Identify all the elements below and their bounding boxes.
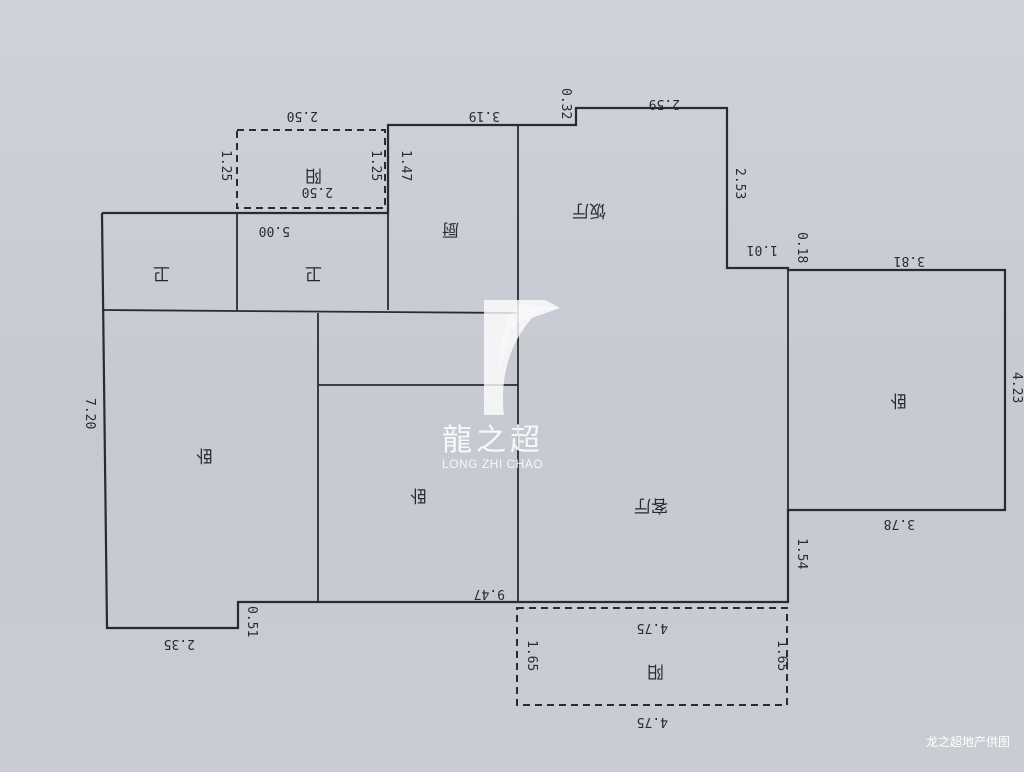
dim-bottom-balcony-depth-left: 1.65: [524, 640, 539, 671]
logo-watermark: 龍之超 LONG ZHI CHAO: [442, 300, 560, 471]
dim-kitchen-height: 1.47: [398, 150, 413, 181]
image-credit: 龙之超地产供图: [925, 735, 1010, 749]
room-bedroom-middle: 卧: [410, 485, 427, 505]
wall-bath-bottom: [101, 309, 519, 314]
room-bedroom-master: 卧: [196, 445, 213, 465]
dim-living-lower: 1.54: [794, 538, 809, 569]
logo-swoosh-icon: [499, 304, 556, 372]
room-kitchen: 厨: [442, 219, 459, 239]
dim-bottom-left-step: 0.51: [244, 606, 259, 637]
dim-bottom-balcony-depth-right: 1.65: [774, 640, 789, 671]
dim-dining-height: 2.53: [732, 168, 747, 199]
dim-right-bed-top: 3.81: [894, 253, 925, 268]
dim-top-balcony-inner: 2.50: [302, 184, 333, 199]
dim-right-bed-height: 4.23: [1009, 372, 1024, 403]
room-bath-left: 卫: [153, 263, 170, 283]
dim-kitchen-width: 3.19: [469, 108, 500, 123]
room-balcony-top: 阳: [305, 165, 322, 185]
dim-bottom-left-width: 2.35: [164, 636, 195, 651]
balcony-bottom: [516, 607, 788, 706]
dim-right-bed-bottom: 3.78: [884, 516, 915, 531]
dim-step-width: 1.01: [747, 242, 778, 257]
logo-name: 龍之超: [442, 423, 544, 458]
logo-mark-icon: [484, 300, 560, 415]
dim-step-small: 0.18: [794, 232, 809, 263]
dim-top-balcony-depth-left: 1.25: [218, 150, 233, 181]
room-bath-right: 卫: [305, 263, 322, 283]
logo-subtitle: LONG ZHI CHAO: [442, 457, 543, 471]
dim-top-balcony-outer: 2.50: [287, 108, 318, 123]
dim-dining-width: 2.59: [649, 96, 680, 111]
dim-bottom-balcony-outer: 4.75: [637, 714, 668, 729]
dim-notch: 0.32: [558, 88, 573, 119]
balcony-top: [236, 129, 386, 209]
dim-bottom-balcony-inner: 4.75: [637, 620, 668, 635]
dim-bath-width: 5.00: [259, 223, 290, 238]
room-balcony-bottom: 阳: [647, 661, 664, 681]
dim-top-balcony-depth-right: 1.25: [368, 150, 383, 181]
room-living: 客厅: [634, 495, 668, 515]
room-dining: 饭厅: [572, 200, 606, 220]
dim-overall-width: 9.47: [474, 586, 505, 601]
dim-overall-height: 7.20: [82, 398, 97, 429]
room-bedroom-right: 卧: [890, 390, 907, 410]
